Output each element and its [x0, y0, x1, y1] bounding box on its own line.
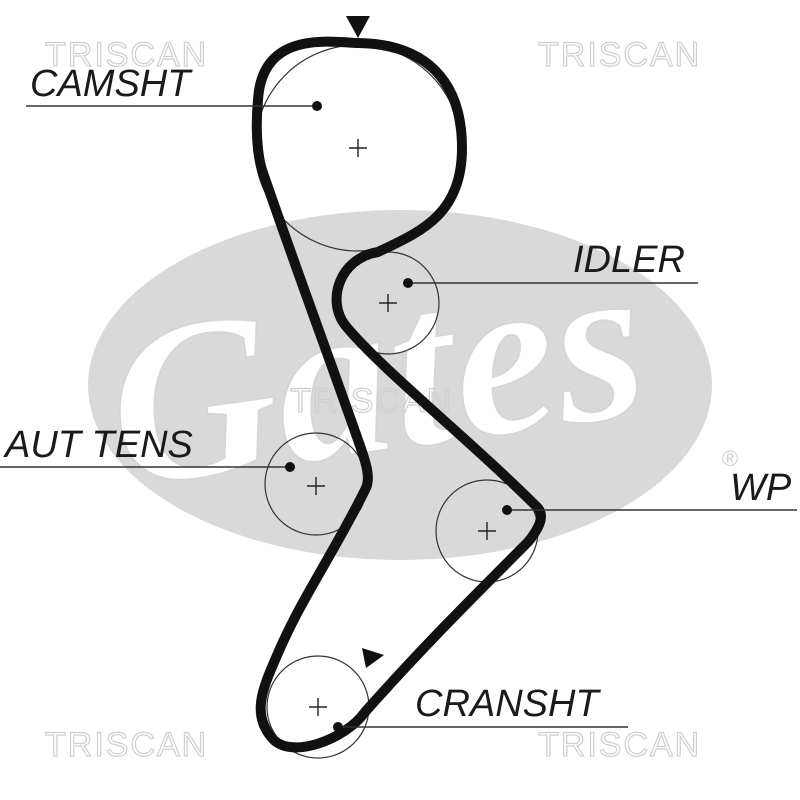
idler-leader-dot	[403, 278, 413, 288]
auto-tensioner-label: AUT TENS	[3, 424, 193, 466]
watermark-top-left: TRISCAN	[45, 36, 208, 74]
crankshaft-timing-arrow	[362, 648, 384, 668]
auto-tensioner-leader-dot	[285, 462, 295, 472]
pulley-centers	[307, 139, 496, 716]
crankshaft-label: CRANSHT	[415, 683, 601, 725]
idler-center-mark	[379, 294, 397, 312]
camshaft-center-mark	[349, 139, 367, 157]
timing-belt	[251, 36, 546, 753]
leaders	[0, 101, 797, 732]
camshaft-leader-dot	[312, 101, 322, 111]
registered-mark: ®	[722, 446, 738, 471]
water-pump-label: WP	[730, 467, 792, 509]
crankshaft-leader-dot	[333, 722, 343, 732]
camshaft-timing-arrow	[346, 16, 370, 38]
water-pump-center-mark	[478, 522, 496, 540]
watermark-bottom-left: TRISCAN	[45, 726, 208, 764]
camshaft-label: CAMSHT	[30, 63, 193, 105]
brand-logo: Gates ®	[88, 208, 738, 560]
auto-tensioner-center-mark	[307, 477, 325, 495]
watermark-top-right: TRISCAN	[538, 36, 701, 74]
idler-label: IDLER	[573, 239, 685, 281]
watermarks: TRISCAN TRISCAN TRISCAN TRISCAN TRISCAN	[44, 35, 701, 764]
water-pump-leader-dot	[502, 505, 512, 515]
watermark-bottom-right: TRISCAN	[538, 726, 701, 764]
crankshaft-center-mark	[309, 698, 327, 716]
